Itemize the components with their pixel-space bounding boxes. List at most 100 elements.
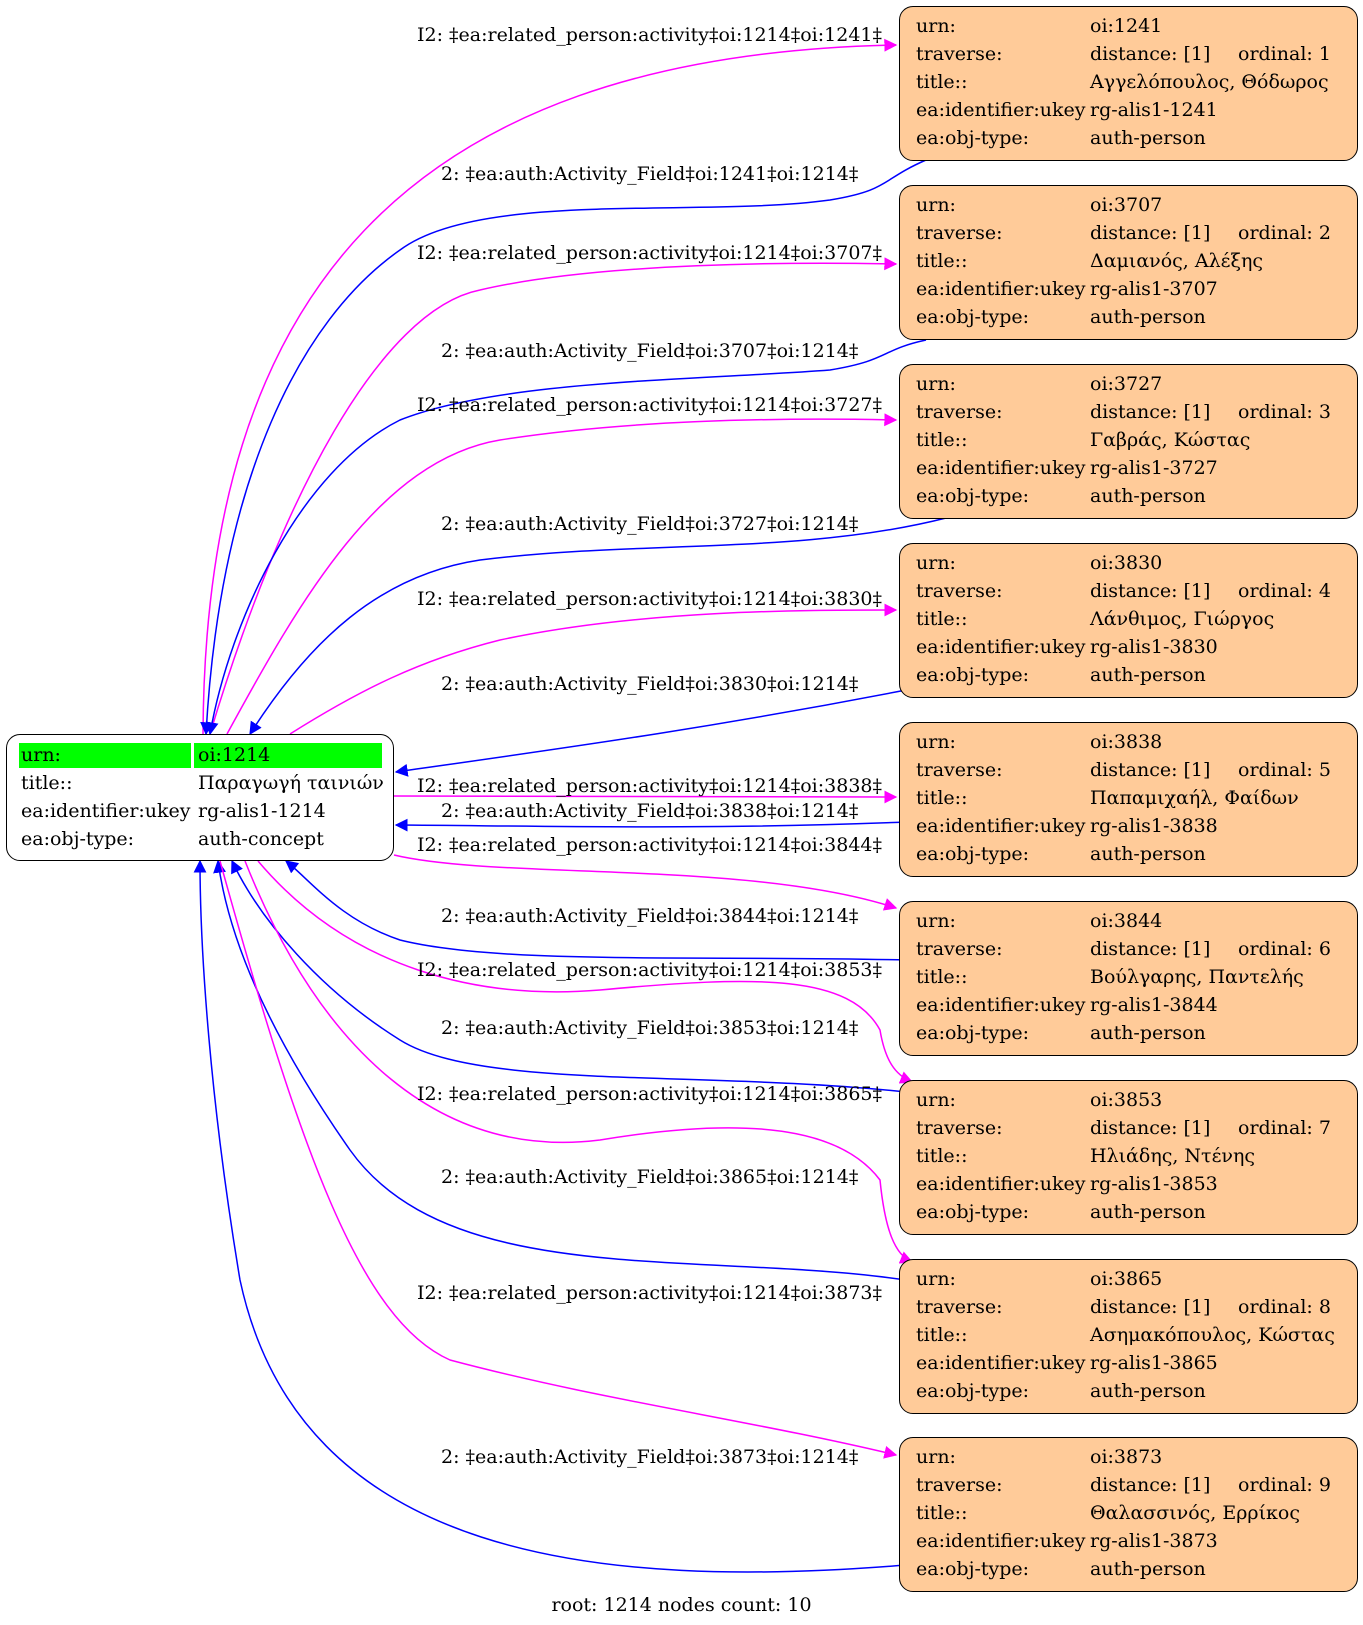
edge-out-1 — [202, 38, 898, 735]
edge-label-in-3: 2: ‡ea:auth:Activity_Field‡oi:3727‡oi:12… — [441, 513, 859, 535]
distance-value: distance: [1] — [1090, 1117, 1211, 1139]
person-node-1[interactable]: urn: oi:1241 traverse: distance: [1] ord… — [899, 6, 1358, 161]
ukey-key: ea:identifier:ukey — [916, 994, 1086, 1016]
edge-label-out-3: I2: ‡ea:related_person:activity‡oi:1214‡… — [417, 394, 882, 416]
person-node-2[interactable]: urn: oi:3707 traverse: distance: [1] ord… — [899, 185, 1358, 340]
ukey-value: rg-alis1-3844 — [1090, 994, 1218, 1016]
urn-key: urn: — [916, 15, 956, 37]
edge-label-in-2: 2: ‡ea:auth:Activity_Field‡oi:3707‡oi:12… — [441, 340, 859, 362]
edge-in-3 — [249, 517, 947, 736]
type-value: auth-person — [1090, 1380, 1206, 1402]
traverse-key: traverse: — [916, 938, 1003, 960]
root-ukey-key: ea:identifier:ukey — [21, 800, 191, 822]
traverse-key: traverse: — [916, 580, 1003, 602]
root-title-value: Παραγωγή ταινιών — [198, 772, 384, 794]
ordinal-value: ordinal: 9 — [1238, 1474, 1331, 1496]
edge-label-in-9: 2: ‡ea:auth:Activity_Field‡oi:3873‡oi:12… — [441, 1446, 859, 1468]
distance-value: distance: [1] — [1090, 222, 1211, 244]
traverse-key: traverse: — [916, 1117, 1003, 1139]
urn-key: urn: — [916, 1268, 956, 1290]
type-key: ea:obj-type: — [916, 485, 1030, 507]
root-urn-value: oi:1214 — [198, 744, 271, 766]
urn-value: oi:3865 — [1090, 1268, 1163, 1290]
edge-in-1 — [200, 159, 927, 736]
edge-label-in-6: 2: ‡ea:auth:Activity_Field‡oi:3844‡oi:12… — [441, 905, 859, 927]
edge-label-out-1: I2: ‡ea:related_person:activity‡oi:1214‡… — [417, 24, 882, 46]
edge-label-in-7: 2: ‡ea:auth:Activity_Field‡oi:3853‡oi:12… — [441, 1017, 859, 1039]
urn-key: urn: — [916, 910, 956, 932]
edge-label-out-2: I2: ‡ea:related_person:activity‡oi:1214‡… — [417, 242, 882, 264]
edge-out-5 — [393, 790, 898, 804]
urn-key: urn: — [916, 1089, 956, 1111]
ukey-key: ea:identifier:ukey — [916, 1530, 1086, 1552]
urn-key: urn: — [916, 552, 956, 574]
ukey-key: ea:identifier:ukey — [916, 99, 1086, 121]
edge-label-in-4: 2: ‡ea:auth:Activity_Field‡oi:3830‡oi:12… — [441, 673, 859, 695]
title-key: title:: — [916, 787, 968, 809]
root-urn-key-highlight — [19, 743, 191, 768]
edge-in-9 — [193, 859, 907, 1573]
root-urn-value-highlight — [194, 743, 382, 768]
type-key: ea:obj-type: — [916, 306, 1030, 328]
person-node-8[interactable]: urn: oi:3865 traverse: distance: [1] ord… — [899, 1259, 1358, 1414]
person-node-7[interactable]: urn: oi:3853 traverse: distance: [1] ord… — [899, 1080, 1358, 1235]
type-key: ea:obj-type: — [916, 1380, 1030, 1402]
edge-label-out-6: I2: ‡ea:related_person:activity‡oi:1214‡… — [417, 834, 882, 856]
type-value: auth-person — [1090, 127, 1206, 149]
type-key: ea:obj-type: — [916, 1558, 1030, 1580]
title-value: Θαλασσινός, Ερρίκος — [1090, 1502, 1300, 1524]
type-value: auth-person — [1090, 485, 1206, 507]
traverse-key: traverse: — [916, 222, 1003, 244]
urn-value: oi:1241 — [1090, 15, 1163, 37]
urn-value: oi:3853 — [1090, 1089, 1163, 1111]
title-key: title:: — [916, 71, 968, 93]
person-node-3[interactable]: urn: oi:3727 traverse: distance: [1] ord… — [899, 364, 1358, 519]
ukey-value: rg-alis1-1241 — [1090, 99, 1218, 121]
person-node-5[interactable]: urn: oi:3838 traverse: distance: [1] ord… — [899, 722, 1358, 877]
edge-in-2 — [205, 339, 927, 736]
ukey-key: ea:identifier:ukey — [916, 1352, 1086, 1374]
title-value: Παπαμιχαήλ, Φαίδων — [1090, 787, 1299, 809]
urn-key: urn: — [916, 373, 956, 395]
root-node[interactable]: urn: oi:1214 title:: Παραγωγή ταινιών ea… — [6, 734, 394, 861]
edge-label-in-1: 2: ‡ea:auth:Activity_Field‡oi:1241‡oi:12… — [441, 163, 859, 185]
type-value: auth-person — [1090, 1022, 1206, 1044]
ordinal-value: ordinal: 7 — [1238, 1117, 1331, 1139]
title-value: Βούλγαρης, Παντελής — [1090, 966, 1304, 988]
title-key: title:: — [916, 1145, 968, 1167]
title-value: Αγγελόπουλος, Θόδωρος — [1090, 71, 1329, 93]
ukey-key: ea:identifier:ukey — [916, 1173, 1086, 1195]
person-node-6[interactable]: urn: oi:3844 traverse: distance: [1] ord… — [899, 901, 1358, 1056]
edge-in-8 — [213, 859, 907, 1281]
traverse-key: traverse: — [916, 1296, 1003, 1318]
root-title-key: title:: — [21, 772, 73, 794]
traverse-key: traverse: — [916, 401, 1003, 423]
edge-in-5 — [394, 818, 907, 832]
type-value: auth-person — [1090, 664, 1206, 686]
type-key: ea:obj-type: — [916, 664, 1030, 686]
edge-out-4 — [289, 603, 898, 735]
root-type-key: ea:obj-type: — [21, 828, 135, 850]
edge-in-6 — [284, 860, 907, 961]
edge-out-6 — [393, 854, 898, 911]
type-value: auth-person — [1090, 306, 1206, 328]
title-value: Δαμιανός, Αλέξης — [1090, 250, 1263, 272]
ordinal-value: ordinal: 6 — [1238, 938, 1331, 960]
traverse-key: traverse: — [916, 759, 1003, 781]
root-type-value: auth-concept — [198, 828, 324, 850]
ukey-key: ea:identifier:ukey — [916, 636, 1086, 658]
person-node-4[interactable]: urn: oi:3830 traverse: distance: [1] ord… — [899, 543, 1358, 698]
title-key: title:: — [916, 1324, 968, 1346]
distance-value: distance: [1] — [1090, 1474, 1211, 1496]
edge-label-out-8: I2: ‡ea:related_person:activity‡oi:1214‡… — [417, 1083, 882, 1105]
root-ukey-value: rg-alis1-1214 — [198, 800, 326, 822]
urn-key: urn: — [916, 731, 956, 753]
edge-label-out-5: I2: ‡ea:related_person:activity‡oi:1214‡… — [417, 775, 882, 797]
person-node-9[interactable]: urn: oi:3873 traverse: distance: [1] ord… — [899, 1437, 1358, 1592]
ukey-value: rg-alis1-3838 — [1090, 815, 1218, 837]
traverse-key: traverse: — [916, 1474, 1003, 1496]
type-value: auth-person — [1090, 843, 1206, 865]
type-key: ea:obj-type: — [916, 1022, 1030, 1044]
title-key: title:: — [916, 966, 968, 988]
urn-value: oi:3873 — [1090, 1446, 1163, 1468]
